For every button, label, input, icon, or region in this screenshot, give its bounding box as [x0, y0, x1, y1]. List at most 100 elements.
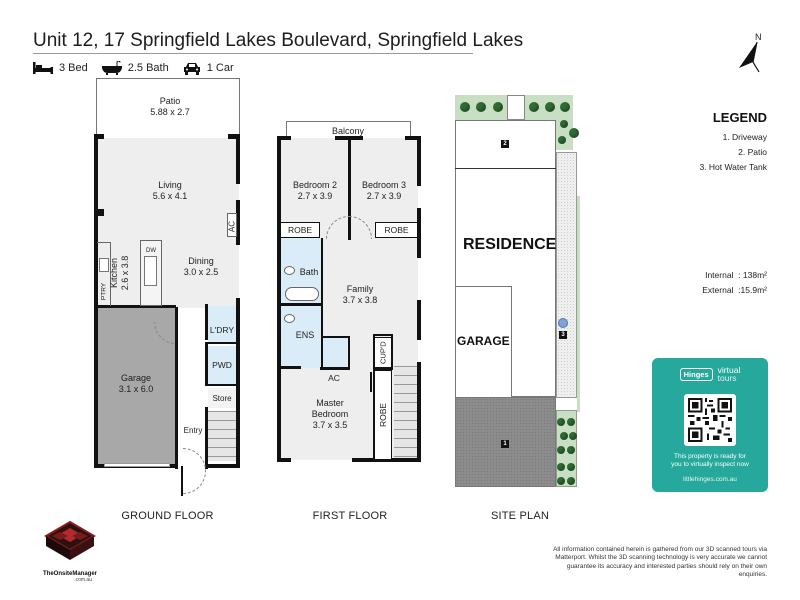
tour-message: This property is ready for you to virtua… — [671, 453, 749, 468]
wall — [175, 307, 178, 469]
bathtub-icon — [285, 287, 319, 301]
wall — [277, 366, 301, 369]
tree-icon — [560, 432, 568, 440]
cooktop-icon — [99, 258, 109, 272]
bath-label: Bath — [299, 267, 319, 277]
area-summary: Internal : 138m² External :15.9m² — [702, 268, 767, 298]
gate[interactable] — [507, 95, 525, 120]
living-label: Living 5.6 x 4.1 — [152, 180, 188, 201]
wall — [277, 303, 321, 306]
side-path — [556, 152, 577, 398]
wall — [322, 336, 350, 338]
north-label: N — [755, 32, 762, 42]
qr-code[interactable] — [684, 394, 736, 446]
balcony-label: Balcony — [331, 126, 365, 136]
wall — [352, 458, 421, 462]
logo-sub: .com.au — [74, 577, 92, 583]
tree-icon — [476, 102, 486, 112]
dining-label: Dining 3.0 x 2.5 — [183, 256, 219, 277]
tree-icon — [493, 102, 503, 112]
wall — [417, 362, 421, 462]
marker-3: 3 — [559, 331, 567, 339]
patio-divider — [455, 168, 556, 169]
wall — [417, 300, 421, 340]
wall — [205, 384, 238, 386]
feature-car-label: 1 Car — [206, 62, 234, 74]
entry-label: Entry — [183, 426, 203, 435]
wall — [373, 334, 393, 336]
brand-name: Hinges — [679, 367, 713, 381]
bedroom-2-label: Bedroom 2 2.7 x 3.9 — [292, 180, 338, 201]
legend-item: 2. Patio — [738, 147, 767, 157]
ac-label-first: AC — [328, 373, 340, 383]
balcony-area[interactable] — [286, 121, 411, 137]
wall — [348, 138, 351, 240]
product-name: virtual tours — [717, 365, 741, 383]
wall — [277, 136, 281, 462]
qr-code-icon — [688, 398, 732, 442]
cube-logo-icon — [44, 520, 96, 560]
tree-icon — [557, 477, 565, 485]
tree-icon — [567, 477, 575, 485]
living-room — [97, 138, 239, 308]
first-floor-plan: Balcony ROBE ROBE ROBE CUP'D Bedroom 2 2… — [0, 0, 440, 530]
external-area: External :15.9m² — [702, 285, 767, 295]
tree-icon — [567, 446, 575, 454]
wall — [94, 209, 104, 216]
site-plan-caption: SITE PLAN — [490, 510, 550, 522]
legend-item: 3. Hot Water Tank — [699, 162, 767, 172]
tree-icon — [560, 120, 568, 128]
wall — [205, 464, 240, 468]
robe-bedroom-3[interactable]: ROBE — [375, 222, 418, 238]
legend-item: 1. Driveway — [722, 132, 767, 142]
garage-door[interactable] — [104, 463, 170, 467]
family-label: Family 3.7 x 3.8 — [342, 284, 378, 305]
disclaimer-text: All information contained herein is gath… — [553, 546, 767, 578]
feature-bath-label: 2.5 Bath — [127, 62, 169, 74]
first-stairs[interactable] — [394, 366, 418, 458]
brand-logo: Hinges virtual tours — [652, 366, 768, 382]
tree-icon — [558, 136, 566, 144]
ground-floor-plan: Patio 5.88 x 2.7 DW PTRY Kitchen 2.6 x 3… — [0, 0, 260, 530]
virtual-tour-card[interactable]: Hinges virtual tours This property is re… — [652, 358, 768, 492]
page-title: Unit 12, 17 Springfield Lakes Boulevard,… — [33, 30, 524, 51]
wall — [94, 305, 176, 308]
kitchen-bench — [97, 242, 111, 306]
wall — [205, 304, 208, 340]
garden-strip — [577, 196, 580, 412]
garage-site-label: GARAGE — [457, 334, 510, 348]
patio-label: Patio 5.88 x 2.7 — [150, 96, 190, 117]
title-divider — [33, 53, 473, 54]
wall — [417, 208, 421, 258]
sink-icon — [144, 256, 157, 286]
first-floor-caption: FIRST FLOOR — [312, 510, 388, 522]
wall — [405, 136, 421, 140]
wall — [391, 334, 393, 370]
store-label: Store — [212, 394, 232, 403]
legend-title: LEGEND — [712, 110, 767, 125]
robe-bedroom-2[interactable]: ROBE — [280, 222, 320, 238]
feature-car: 1 Car — [183, 62, 234, 75]
wall — [373, 368, 393, 370]
tree-icon — [567, 418, 575, 426]
legend-list: 1. Driveway 2. Patio 3. Hot Water Tank — [699, 130, 767, 175]
wall — [277, 458, 291, 462]
wall — [94, 136, 98, 468]
wall — [417, 136, 421, 186]
wall — [236, 136, 240, 184]
feature-bath: 2.5 Bath — [101, 61, 169, 75]
tree-icon — [560, 102, 570, 112]
wall — [320, 367, 350, 370]
tree-icon — [569, 128, 579, 138]
wall — [205, 407, 208, 469]
garage-outline[interactable] — [455, 286, 512, 398]
ensuite-label: ENS — [295, 330, 315, 340]
tree-icon — [529, 102, 539, 112]
property-features: 3 Bed 2.5 Bath 1 Car — [33, 61, 234, 75]
powder-room — [208, 346, 236, 384]
ground-stairs[interactable] — [208, 411, 236, 461]
dishwasher-label: DW — [146, 248, 156, 254]
wall — [370, 372, 372, 392]
tour-url-link[interactable]: littlehinges.com.au — [683, 476, 737, 483]
wall — [205, 342, 238, 344]
